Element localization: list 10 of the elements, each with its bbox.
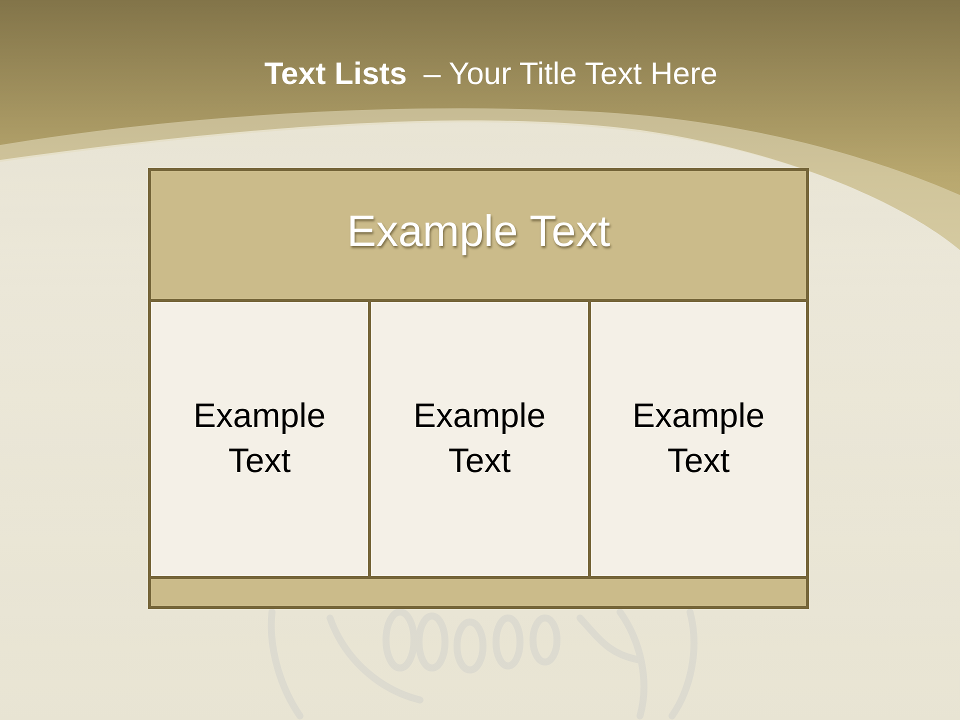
panel-text: Example Text <box>192 396 327 482</box>
header-panel <box>148 168 809 302</box>
header-text: Example Text <box>346 206 610 258</box>
text-panel <box>368 299 591 579</box>
text-panel <box>588 299 809 579</box>
text-panel <box>148 299 371 579</box>
panel-text: Example Text <box>631 396 766 482</box>
slide-title: Text Lists – Your Title Text Here <box>264 55 718 93</box>
panel-text: Example Text <box>412 396 547 482</box>
footer-bar <box>148 576 809 609</box>
